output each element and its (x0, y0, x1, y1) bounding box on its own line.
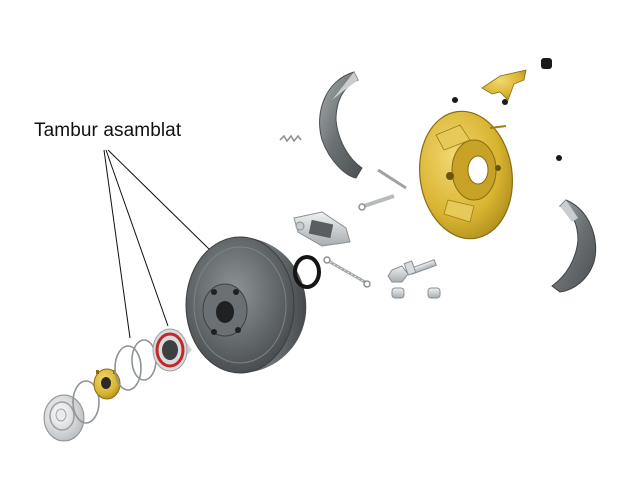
nut (387, 265, 409, 283)
bushings (452, 97, 562, 161)
o-ring (293, 255, 321, 289)
adjuster-strut (358, 168, 407, 211)
snap-ring-1 (114, 345, 142, 391)
circlip (72, 380, 100, 424)
snap-ring-2 (131, 339, 157, 381)
backing-plate (418, 110, 514, 240)
brake-drum (185, 236, 307, 374)
callout-label: Tambur asamblat (34, 120, 182, 141)
brake-shoe-upper (319, 71, 363, 179)
wheel-bearing (152, 328, 192, 372)
return-spring-lower (323, 256, 371, 288)
brake-shoe-lower (551, 199, 597, 293)
plug-2 (427, 287, 441, 299)
plug-1 (391, 287, 405, 299)
wheel-cylinder (293, 211, 351, 247)
lever (481, 58, 552, 101)
small-spring (279, 134, 302, 143)
bolt (403, 259, 437, 276)
callout-leader-lines (103, 149, 211, 339)
